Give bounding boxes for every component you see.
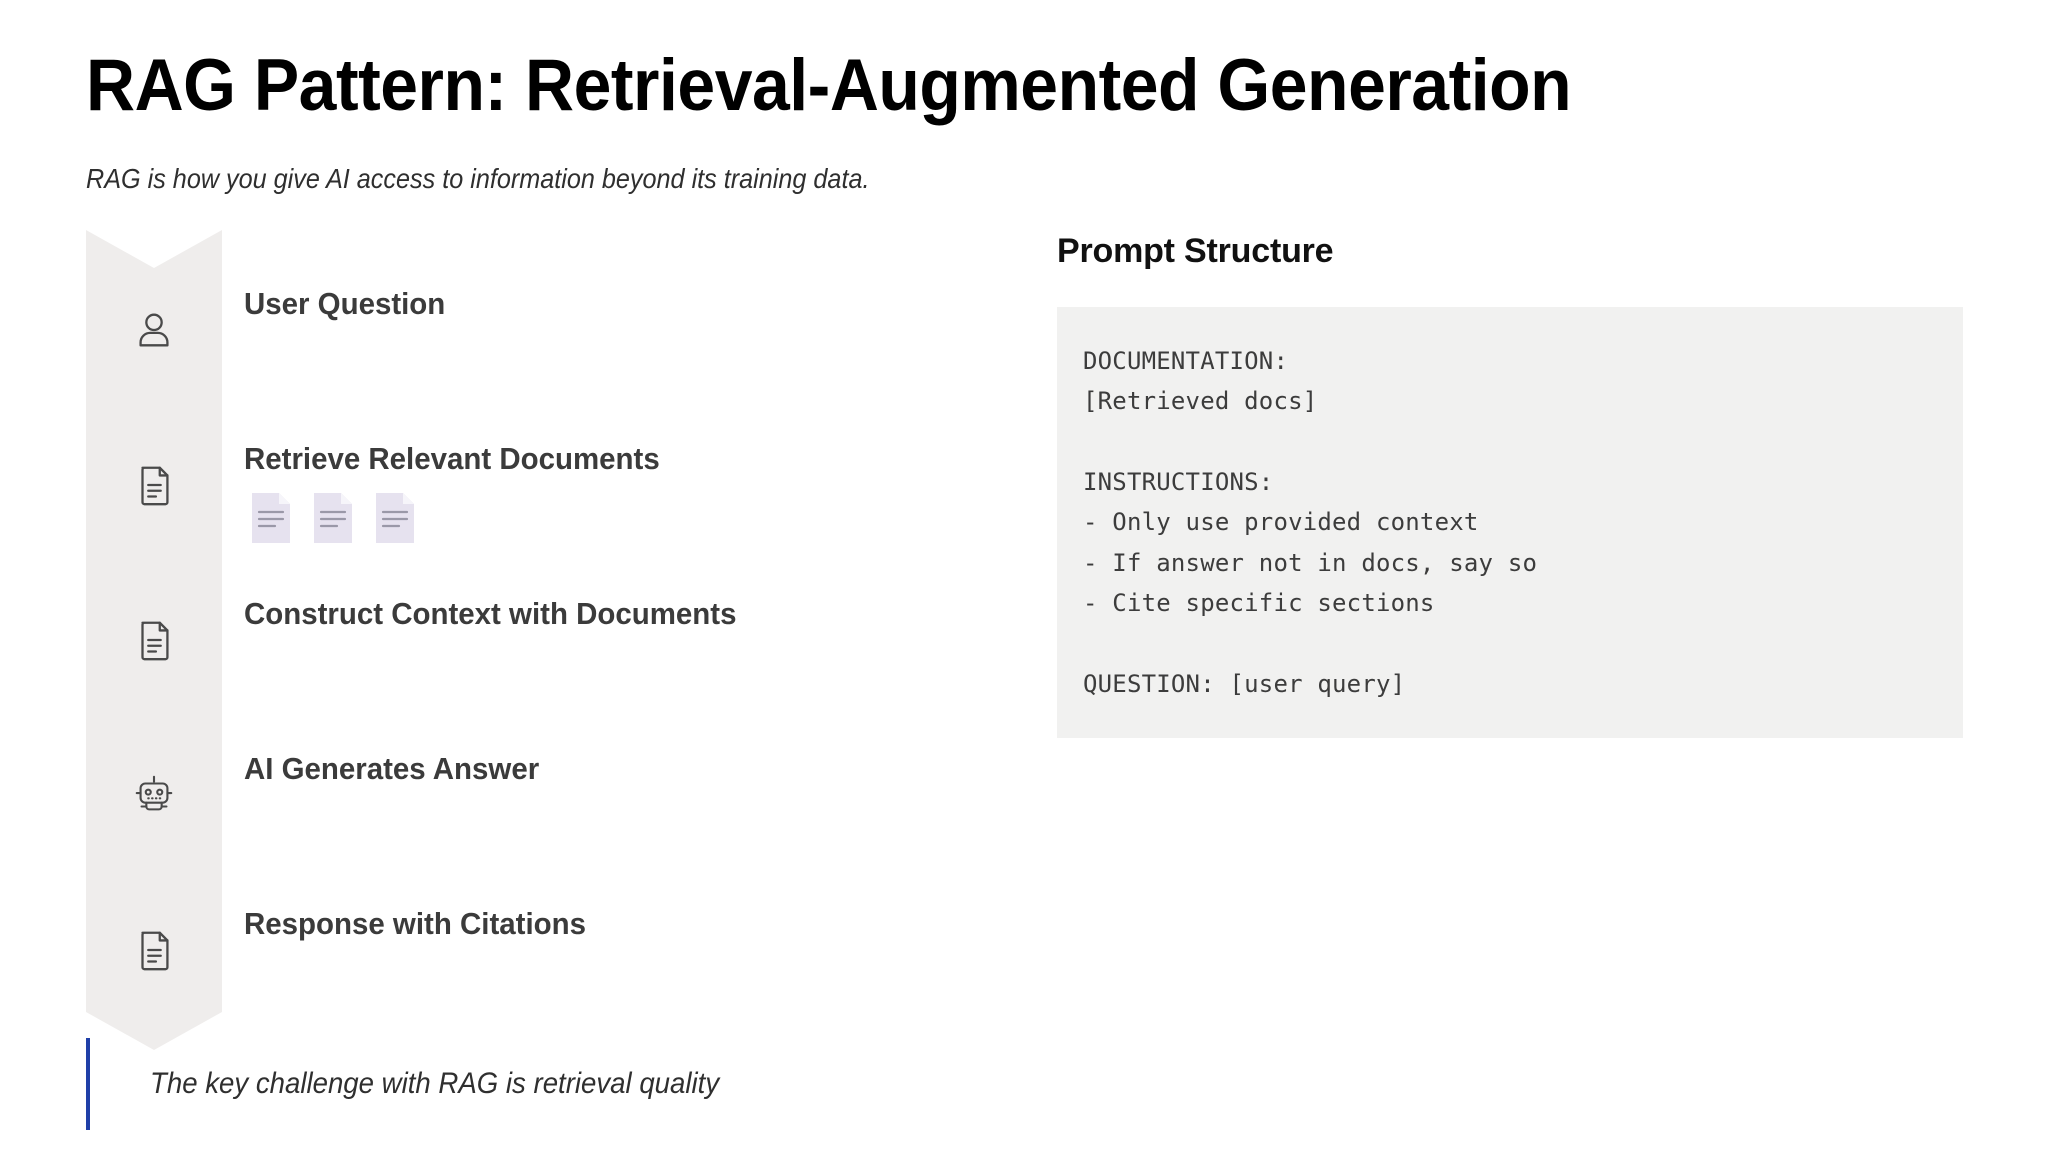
robot-icon [131, 772, 177, 818]
rag-flow-diagram: User Question Retrieve Relevant Document… [0, 0, 1040, 1050]
document-card-icon [376, 493, 414, 543]
flow-step-user-question[interactable]: User Question [0, 230, 1040, 430]
callout-accent-bar [86, 1038, 90, 1130]
flow-step-label: Construct Context with Documents [244, 596, 737, 631]
document-card-icon [314, 493, 352, 543]
flow-step-label: User Question [244, 286, 446, 321]
document-icon [131, 462, 177, 508]
prompt-code-block: DOCUMENTATION: [Retrieved docs] INSTRUCT… [1057, 307, 1963, 738]
flow-step-response-with-citations[interactable]: Response with Citations [0, 850, 1040, 1050]
document-icon [131, 617, 177, 663]
user-icon [131, 307, 177, 353]
flow-step-label: Retrieve Relevant Documents [244, 441, 660, 476]
retrieved-documents-row [252, 493, 414, 543]
flow-step-label: Response with Citations [244, 906, 586, 941]
page-title: RAG Pattern: Retrieval-Augmented Generat… [86, 45, 1572, 126]
key-challenge-callout: The key challenge with RAG is retrieval … [86, 1038, 769, 1130]
callout-text: The key challenge with RAG is retrieval … [150, 1067, 720, 1100]
prompt-structure-heading: Prompt Structure [1057, 232, 1334, 270]
document-icon [131, 927, 177, 973]
flow-step-label: AI Generates Answer [244, 751, 540, 786]
prompt-structure-panel: Prompt Structure DOCUMENTATION: [Retriev… [1057, 232, 1963, 762]
flow-step-retrieve-documents[interactable]: Retrieve Relevant Documents [0, 385, 1040, 585]
page-subtitle: RAG is how you give AI access to informa… [86, 163, 870, 194]
flow-step-construct-context[interactable]: Construct Context with Documents [0, 540, 1040, 740]
document-card-icon [252, 493, 290, 543]
flow-step-ai-generates-answer[interactable]: AI Generates Answer [0, 695, 1040, 895]
chevron-shape [86, 850, 222, 1050]
